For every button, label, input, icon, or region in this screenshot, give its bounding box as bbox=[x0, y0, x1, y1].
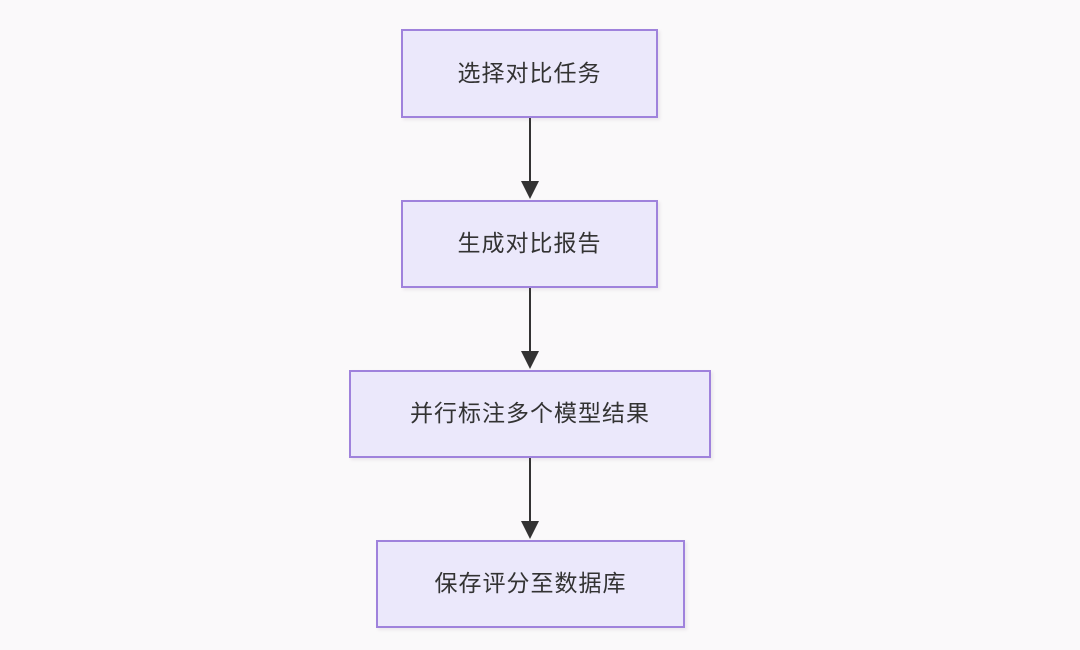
flow-node-generate-comparison-report[interactable]: 生成对比报告 bbox=[401, 200, 658, 288]
flow-node-select-comparison-task[interactable]: 选择对比任务 bbox=[401, 29, 658, 118]
edge-node1-to-node2 bbox=[521, 118, 539, 199]
edge-node2-to-node3 bbox=[521, 288, 539, 369]
edge-node3-to-node4 bbox=[521, 458, 539, 539]
flow-node-label: 选择对比任务 bbox=[457, 59, 602, 86]
flow-node-label: 并行标注多个模型结果 bbox=[410, 400, 650, 427]
flow-node-label: 生成对比报告 bbox=[457, 230, 602, 257]
flow-node-label: 保存评分至数据库 bbox=[434, 570, 627, 597]
flow-node-parallel-annotate-multi-model-results[interactable]: 并行标注多个模型结果 bbox=[349, 370, 711, 458]
flow-node-save-scores-to-database[interactable]: 保存评分至数据库 bbox=[376, 540, 685, 628]
